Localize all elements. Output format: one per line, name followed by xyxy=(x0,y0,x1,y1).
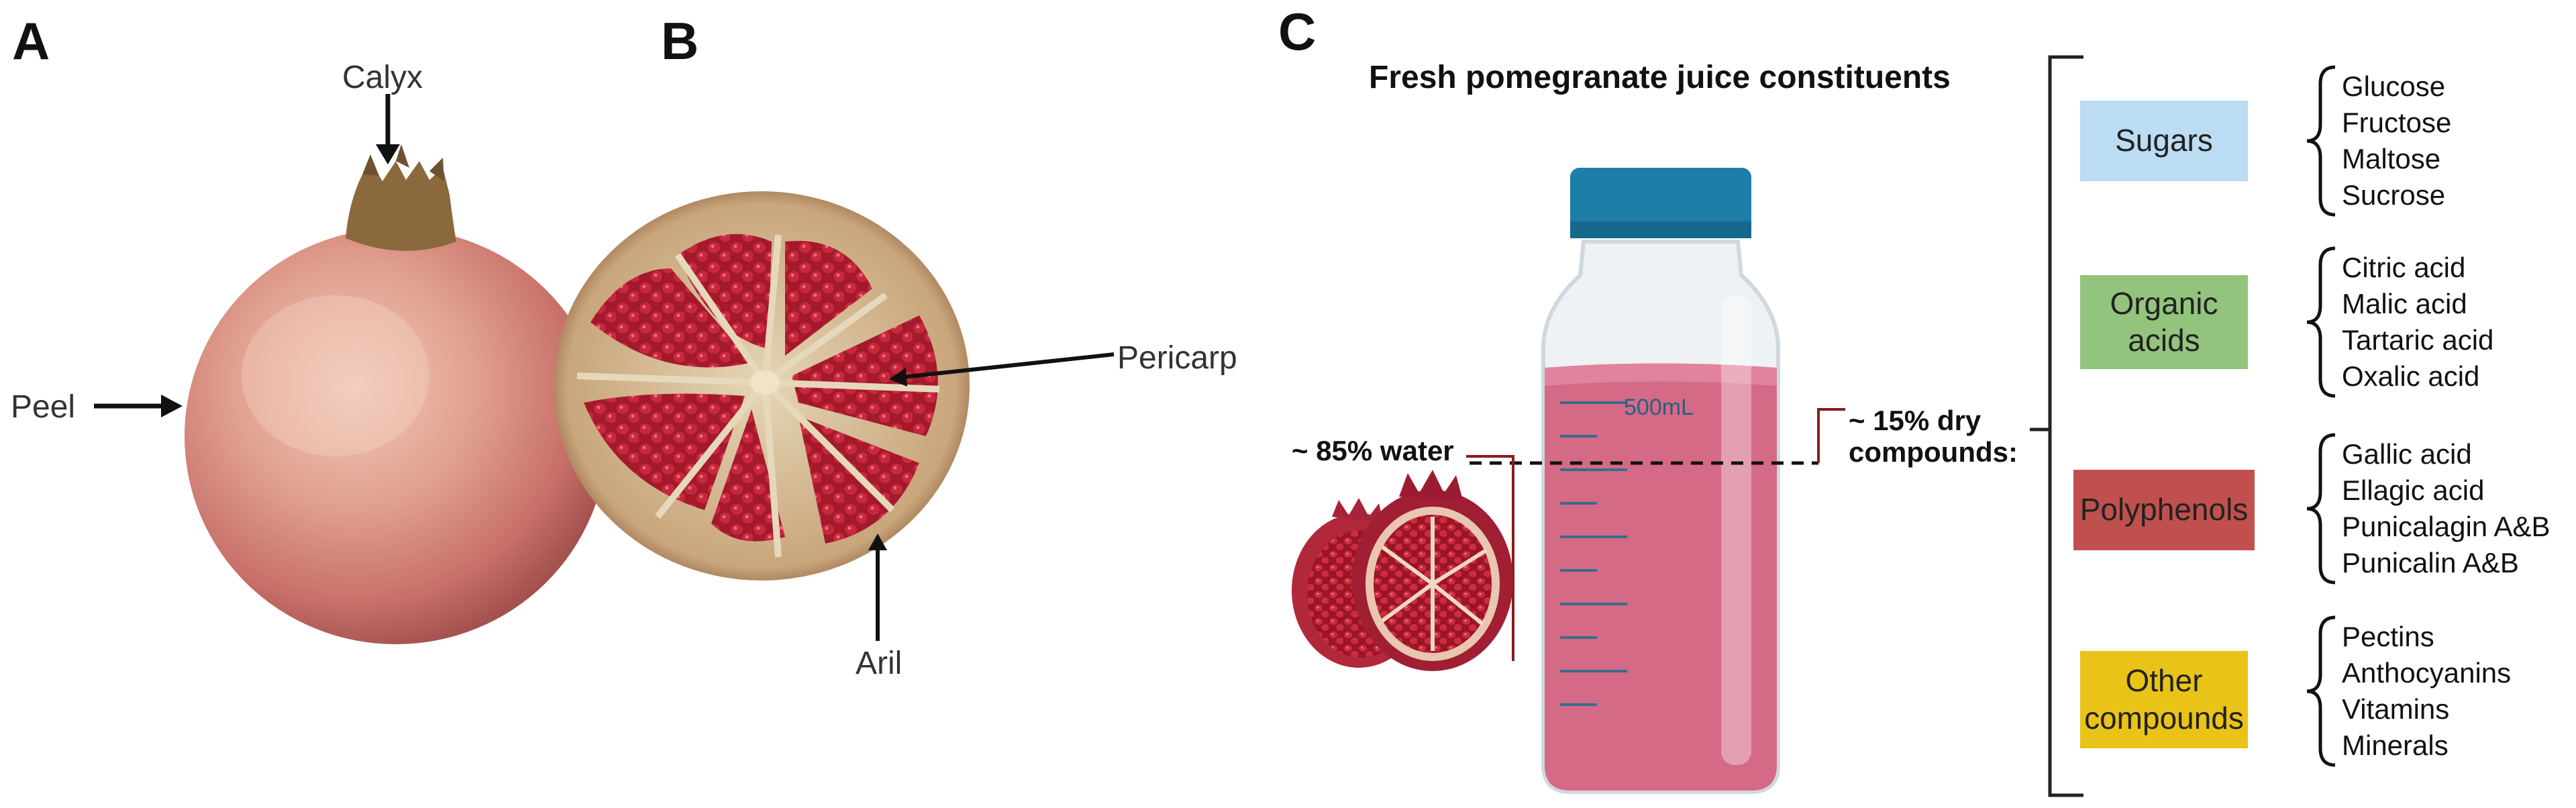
constituent-item: Sucrose xyxy=(2342,179,2446,211)
constituent-item: Citric acid xyxy=(2342,252,2466,283)
calyx-label: Calyx xyxy=(342,60,423,95)
constituent-item: Punicalin A&B xyxy=(2342,547,2519,578)
peel-arrow xyxy=(94,395,183,417)
pericarp-label: Pericarp xyxy=(1117,340,1237,376)
peel-label: Peel xyxy=(11,389,76,425)
category-label-line: Polyphenols xyxy=(2079,492,2249,527)
constituent-item: Minerals xyxy=(2342,729,2449,761)
water-percent-label: ~ 85% water xyxy=(1292,435,1454,466)
constituent-item: Maltose xyxy=(2342,143,2441,174)
category-label-line: Sugars xyxy=(2115,123,2213,158)
constituent-item: Glucose xyxy=(2342,70,2446,102)
category-polyphenols: Polyphenols xyxy=(2073,470,2255,550)
panel-letter-c: C xyxy=(1278,2,1317,61)
constituent-item: Pectins xyxy=(2342,621,2434,652)
water-bracket xyxy=(1466,455,1514,661)
panel-letter-b: B xyxy=(661,11,699,70)
constituent-item: Anthocyanins xyxy=(2342,657,2512,689)
category-braces xyxy=(2306,65,2336,767)
dry-percent-label: ~ 15% dry compounds: xyxy=(1849,405,2018,468)
category-label-line: Other xyxy=(2125,663,2203,699)
dry-percent-line-2: compounds: xyxy=(1849,436,2018,468)
bottle-volume-label: 500mL xyxy=(1624,395,1694,420)
constituent-item: Vitamins xyxy=(2342,693,2450,725)
juice-bottle-image xyxy=(1541,168,1780,794)
dry-bracket xyxy=(1817,408,1845,463)
cut-pomegranate-image xyxy=(554,191,970,580)
constituents-bracket xyxy=(2048,55,2083,797)
constituent-item: Fructose xyxy=(2342,107,2452,138)
category-label-line: acids xyxy=(2128,323,2200,358)
dry-percent-line-1: ~ 15% dry xyxy=(1849,405,1981,436)
pomegranate-halves-image xyxy=(1292,470,1513,671)
constituent-item: Ellagic acid xyxy=(2342,474,2485,506)
constituent-item: Punicalagin A&B xyxy=(2342,511,2551,542)
category-sugars: Sugars xyxy=(2080,101,2248,181)
aril-label: Aril xyxy=(856,646,903,681)
calyx-arrow xyxy=(376,94,400,164)
whole-pomegranate-image xyxy=(185,144,607,644)
category-label-line: Organic xyxy=(2110,285,2218,321)
panel-letter-a: A xyxy=(12,11,50,70)
panel-c-title: Fresh pomegranate juice constituents xyxy=(1369,60,1951,95)
aril-pointer xyxy=(868,534,887,641)
constituent-item: Tartaric acid xyxy=(2342,324,2494,356)
constituent-item: Malic acid xyxy=(2342,288,2467,319)
constituent-item: Oxalic acid xyxy=(2342,360,2480,392)
constituent-item: Gallic acid xyxy=(2342,438,2472,470)
pericarp-pointer xyxy=(889,352,1115,387)
category-label-line: compounds xyxy=(2084,700,2244,736)
